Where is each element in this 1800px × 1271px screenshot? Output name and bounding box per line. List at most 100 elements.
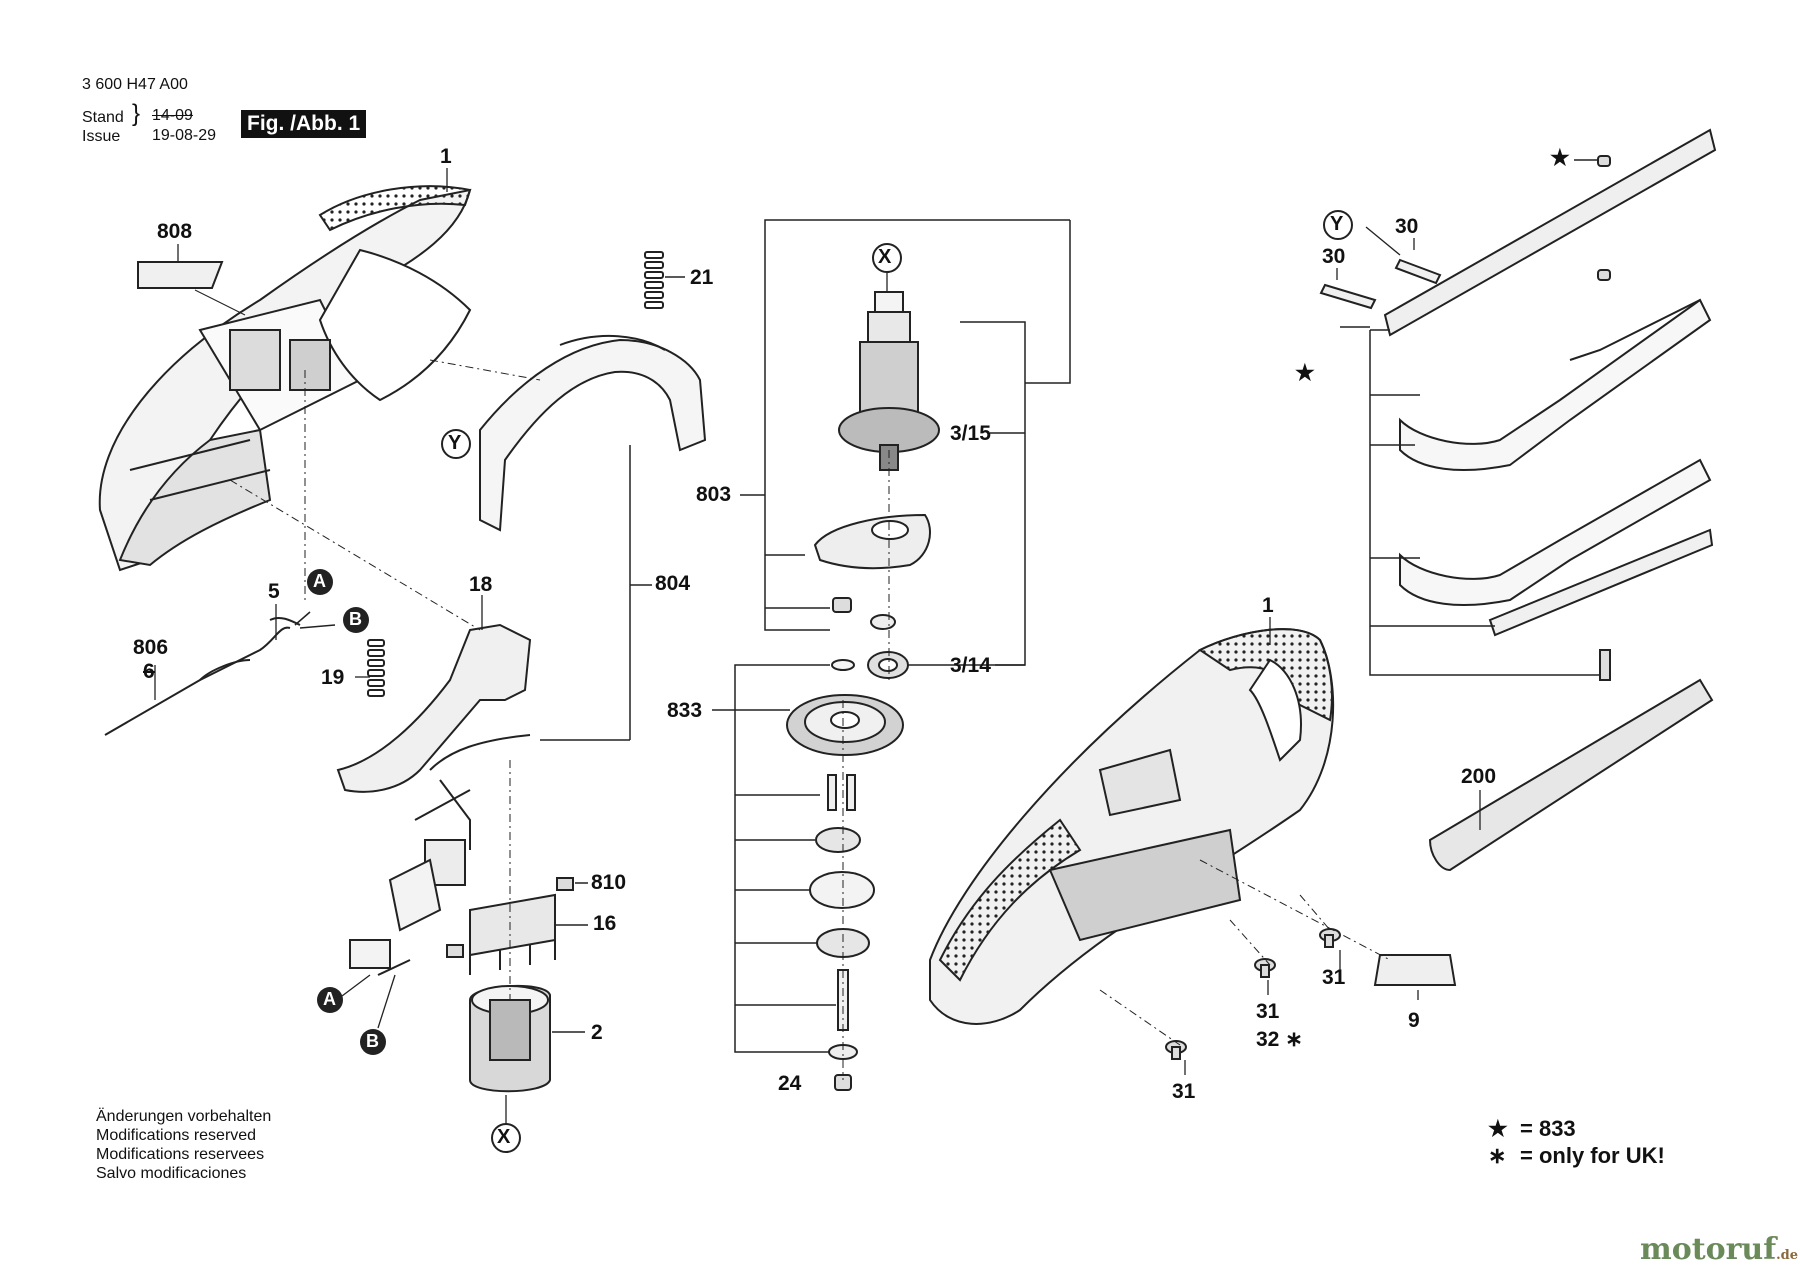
marker-a-bottom: A	[323, 989, 336, 1009]
part-31-middle: 31	[1256, 1000, 1280, 1023]
marker-b-bottom-circle	[360, 1029, 386, 1055]
handle-bow-804	[479, 335, 707, 532]
marker-y-right: Y	[1330, 213, 1344, 235]
leader-lines	[154, 168, 1481, 1075]
watermark-logo: motoruf.de	[1640, 1232, 1798, 1267]
modification-notes: Änderungen vorbehalten Modifications res…	[96, 1107, 271, 1183]
bolt-lower	[1599, 649, 1611, 681]
part-1-top: 1	[440, 145, 452, 168]
marker-a-top-circle	[307, 569, 333, 595]
screw-31-c	[1165, 1040, 1187, 1060]
part-1-housing: 1	[1262, 594, 1274, 617]
marker-a-bottom-circle	[317, 987, 343, 1013]
nut-24	[834, 1074, 852, 1091]
part-806: 806	[133, 636, 169, 659]
part-808: 808	[157, 220, 193, 243]
pin-30-a	[1394, 258, 1442, 285]
pins	[827, 774, 856, 811]
stand-label: Stand	[82, 109, 124, 126]
spring-19	[367, 639, 385, 697]
blade-guide-bar	[1383, 128, 1717, 337]
part-30-upper: 30	[1395, 215, 1419, 238]
marker-y-left: Y	[448, 432, 462, 454]
field-coil-2	[469, 985, 551, 1093]
watermark-tld: .de	[1776, 1248, 1799, 1263]
marker-b-top-circle	[343, 607, 369, 633]
part-803: 803	[696, 483, 732, 506]
star-marker-left: ★	[1295, 360, 1315, 385]
nut-mid	[1597, 269, 1611, 281]
gear-833	[786, 694, 904, 756]
label-9-shape	[1373, 954, 1457, 986]
part-833: 833	[667, 699, 703, 722]
legend-asterisk-text: = only for UK!	[1520, 1143, 1665, 1168]
part-16: 16	[593, 912, 617, 935]
part-31-bottom: 31	[1172, 1080, 1196, 1103]
marker-b-bottom: B	[366, 1031, 379, 1051]
part-810: 810	[591, 871, 627, 894]
brush-810-b	[446, 944, 464, 958]
brace-glyph: }	[132, 100, 141, 127]
guard-plate	[1488, 528, 1714, 637]
lower-housing-shell	[929, 628, 1335, 1025]
brush-holder-16	[469, 893, 556, 975]
marker-y-right-circle	[1323, 210, 1353, 240]
bracket-lines	[740, 219, 1071, 666]
brush-810	[556, 877, 574, 891]
document-number: 3 600 H47 A00	[82, 76, 188, 93]
label-808-shape	[137, 261, 224, 289]
bracket-star	[1340, 326, 1600, 676]
assembly-lines	[229, 359, 1391, 1080]
screw-803a	[832, 597, 852, 613]
part-31-right: 31	[1322, 966, 1346, 989]
part-3-14: 3/14	[950, 654, 991, 677]
watermark-brand: motoruf	[1640, 1232, 1777, 1267]
disc-b	[809, 871, 875, 909]
part-30-lower: 30	[1322, 245, 1346, 268]
stand-date: 14-09	[152, 107, 193, 124]
bearing-3-14	[831, 651, 909, 679]
note-es: Salvo modificaciones	[96, 1165, 247, 1182]
part-804: 804	[655, 572, 691, 595]
part-32: 32 ∗	[1256, 1028, 1303, 1051]
bracket-833	[712, 664, 836, 1053]
star-marker-top: ★	[1550, 145, 1570, 170]
nut-top	[1597, 155, 1611, 167]
upper-housing-shell	[98, 185, 472, 572]
switch-wiring	[349, 734, 531, 976]
note-fr: Modifications reservees	[96, 1146, 265, 1163]
part-21: 21	[690, 266, 714, 289]
bearing-plate-803	[813, 513, 931, 570]
part-24: 24	[778, 1072, 802, 1095]
blade-cover-200	[1428, 678, 1714, 872]
part-18: 18	[469, 573, 493, 596]
part-5: 5	[268, 580, 280, 603]
legend-star-text: = 833	[1520, 1116, 1576, 1141]
figure-label: Fig. /Abb. 1	[241, 110, 367, 138]
legend-star-symbol: ★	[1488, 1116, 1508, 1141]
legend-asterisk-symbol: ∗	[1488, 1143, 1507, 1168]
marker-b-top: B	[349, 609, 362, 629]
switch-lever-18	[336, 623, 532, 793]
spring-21	[644, 251, 664, 309]
part-2: 2	[591, 1021, 603, 1044]
part-200: 200	[1461, 765, 1497, 788]
washer-803b	[870, 614, 896, 630]
lower-blade	[1399, 458, 1712, 606]
marker-y-left-circle	[441, 429, 471, 459]
issue-label: Issue	[82, 128, 121, 145]
marker-x-top: X	[878, 246, 892, 268]
part-3-15: 3/15	[950, 422, 991, 445]
marker-x-bottom: X	[497, 1126, 511, 1148]
note-de: Änderungen vorbehalten	[96, 1108, 272, 1125]
marker-a-top: A	[313, 571, 326, 591]
issue-date: 19-08-29	[152, 127, 217, 144]
note-en: Modifications reserved	[96, 1127, 257, 1144]
disc-a	[815, 827, 861, 853]
part-6: 6	[143, 660, 155, 683]
upper-blade	[1399, 298, 1712, 471]
part-9: 9	[1408, 1009, 1420, 1032]
armature-3-15	[838, 291, 940, 471]
screw-31-a	[1319, 928, 1341, 948]
